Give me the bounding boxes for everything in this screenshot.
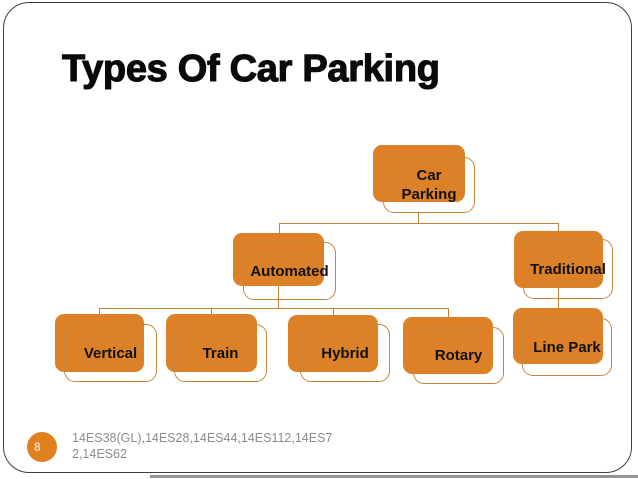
- node-label: Traditional: [530, 260, 606, 278]
- connector-line: [279, 223, 559, 224]
- node-box: Hybrid: [300, 324, 390, 382]
- footer-line-2: 2,14ES62: [72, 446, 127, 461]
- connector-line: [448, 308, 449, 318]
- node-label: Train: [202, 344, 239, 362]
- node-label: Car Parking: [401, 167, 457, 203]
- slide-title: Types Of Car Parking: [61, 47, 440, 90]
- node-label: Hybrid: [321, 344, 369, 362]
- node-accent-back: [403, 317, 493, 374]
- node-box: Car Parking: [383, 157, 475, 213]
- node-label: Line Park: [533, 338, 601, 356]
- node-accent-back: [513, 308, 603, 364]
- connector-line: [99, 308, 449, 309]
- node-box: Rotary: [413, 327, 504, 384]
- page-number-badge: 8: [27, 432, 57, 462]
- node-accent-back: [55, 314, 144, 372]
- slide-shadow: [150, 475, 638, 478]
- connector-line: [418, 213, 419, 223]
- node-label: Automated: [250, 262, 329, 280]
- connector-line: [278, 285, 279, 309]
- node-accent-back: [166, 314, 257, 372]
- node-box: Automated: [243, 242, 336, 300]
- connector-line: [558, 223, 559, 232]
- connector-line: [211, 308, 212, 315]
- node-accent-back: [233, 233, 324, 286]
- node-box: Line Park: [522, 318, 612, 376]
- node-label: Vertical: [83, 344, 138, 362]
- connector-line: [333, 308, 334, 316]
- node-label: Rotary: [434, 347, 483, 364]
- page-number: 8: [34, 440, 41, 454]
- footer-line-1: 14ES38(GL),14ES28,14ES44,14ES112,14ES7: [72, 431, 333, 445]
- node-box: Vertical: [64, 324, 157, 382]
- connector-line: [279, 223, 280, 234]
- node-box: Traditional: [523, 239, 613, 299]
- footer-text: 14ES38(GL),14ES28,14ES44,14ES112,14ES7 2…: [72, 431, 372, 462]
- connector-line: [99, 308, 100, 315]
- node-accent-back: [373, 145, 465, 202]
- node-box: Train: [174, 324, 267, 382]
